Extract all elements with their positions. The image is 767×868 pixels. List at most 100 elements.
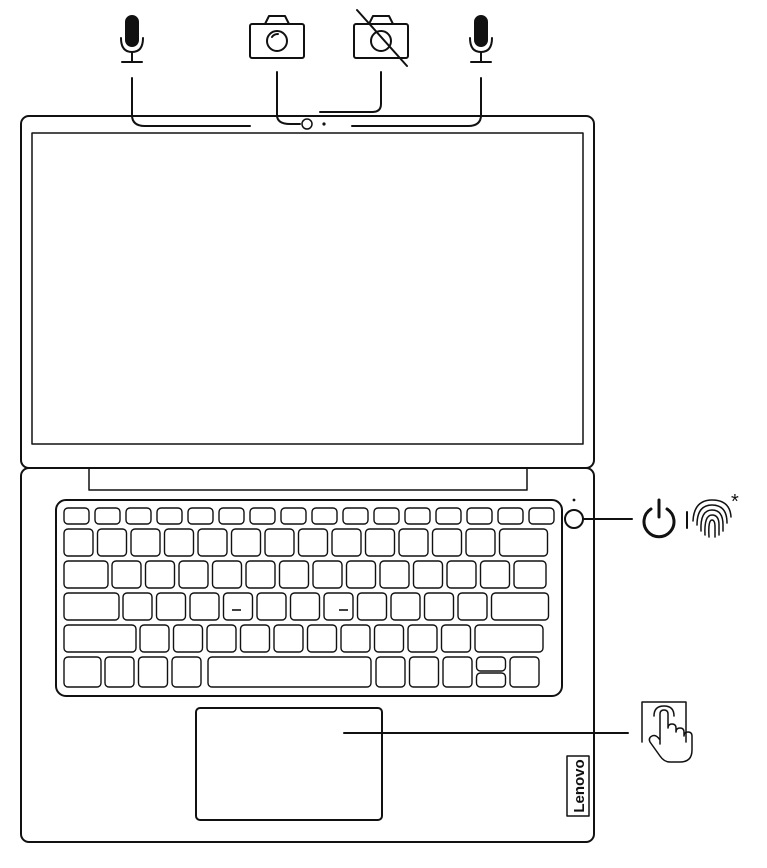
keyboard-key — [379, 560, 410, 589]
keyboard-key — [206, 624, 237, 653]
function-key — [311, 507, 338, 525]
keyboard-key — [440, 624, 472, 653]
keyboard-key — [155, 592, 187, 621]
keyboard-key — [122, 592, 153, 621]
function-key — [373, 507, 400, 525]
brand-logo: Lenovo — [566, 755, 590, 817]
keyboard-key — [373, 624, 405, 653]
tab-key — [63, 560, 109, 589]
keyboard-key — [306, 624, 338, 653]
brand-logo-text: Lenovo — [571, 759, 588, 812]
function-key — [280, 507, 307, 525]
right-microphone-icon — [469, 15, 493, 63]
keyboard-key — [111, 560, 142, 589]
backspace-key — [498, 528, 549, 557]
keyboard-key — [364, 528, 396, 557]
modifier-key — [375, 656, 406, 688]
function-key — [249, 507, 276, 525]
keyboard-key — [230, 528, 262, 557]
top-callout-lines — [131, 71, 482, 127]
function-key — [435, 507, 462, 525]
enter-key — [490, 592, 550, 621]
footnote-mark: * — [731, 491, 739, 513]
enter-key-top — [513, 560, 547, 589]
keyboard-key — [289, 592, 321, 621]
keyboard-key — [189, 592, 220, 621]
modifier-key — [171, 656, 202, 688]
function-key — [187, 507, 214, 525]
keyboard-key — [465, 528, 496, 557]
modifier-key — [137, 656, 169, 688]
webcam-lens — [301, 118, 313, 130]
keyboard — [55, 499, 563, 697]
laptop-base — [20, 467, 595, 843]
keyboard-key — [144, 560, 176, 589]
function-key — [528, 507, 555, 525]
hinge — [88, 467, 528, 491]
keyboard-key — [178, 560, 209, 589]
keyboard-key — [457, 592, 488, 621]
keyboard-key — [163, 528, 195, 557]
keyboard-key — [264, 528, 295, 557]
function-key — [94, 507, 121, 525]
function-key — [497, 507, 524, 525]
keyboard-key — [312, 560, 343, 589]
keyboard-key — [331, 528, 362, 557]
keyboard-keys — [63, 507, 555, 688]
function-key — [156, 507, 183, 525]
keyboard-key — [479, 560, 511, 589]
keyboard-key — [130, 528, 161, 557]
left-shift-key — [63, 624, 137, 653]
left-microphone-icon — [120, 15, 144, 63]
keyboard-key — [239, 624, 271, 653]
keyboard-key — [297, 528, 329, 557]
keyboard-key — [412, 560, 444, 589]
function-key — [218, 507, 245, 525]
power-icon — [642, 498, 676, 539]
power-button — [564, 498, 633, 529]
keyboard-key — [139, 624, 170, 653]
keyboard-key — [398, 528, 429, 557]
keyboard-key — [172, 624, 204, 653]
camera-indicator — [322, 122, 326, 126]
keyboard-key — [356, 592, 388, 621]
modifier-key — [104, 656, 135, 688]
function-key — [125, 507, 152, 525]
keyboard-key — [431, 528, 463, 557]
touch-gesture-icon — [641, 701, 693, 763]
fingerprint-icon — [692, 499, 732, 538]
keyboard-key — [345, 560, 377, 589]
keyboard-key — [446, 560, 477, 589]
keyboard-key — [323, 592, 354, 621]
space-bar — [207, 656, 372, 688]
function-key — [63, 507, 90, 525]
keyboard-key — [256, 592, 287, 621]
arrow-up-key — [475, 656, 507, 672]
keyboard-key — [407, 624, 438, 653]
modifier-key — [442, 656, 473, 688]
keyboard-key — [96, 528, 128, 557]
keyboard-key — [340, 624, 371, 653]
function-key — [342, 507, 369, 525]
keyboard-key — [278, 560, 310, 589]
right-shift-key — [474, 624, 544, 653]
keyboard-key — [211, 560, 243, 589]
keyboard-key — [197, 528, 228, 557]
touchpad — [195, 707, 629, 821]
keyboard-key — [423, 592, 455, 621]
caps-lock-key — [63, 592, 120, 621]
keyboard-key — [63, 528, 94, 557]
keyboard-key — [390, 592, 421, 621]
keyboard-key — [222, 592, 254, 621]
arrow-down-key — [475, 672, 507, 688]
modifier-key — [408, 656, 440, 688]
function-key — [466, 507, 493, 525]
modifier-key — [63, 656, 102, 688]
arrow-right-key — [509, 656, 540, 688]
keyboard-key — [245, 560, 276, 589]
function-key — [404, 507, 431, 525]
display-lid — [20, 115, 595, 469]
camera-icon — [249, 15, 305, 59]
keyboard-key — [273, 624, 304, 653]
